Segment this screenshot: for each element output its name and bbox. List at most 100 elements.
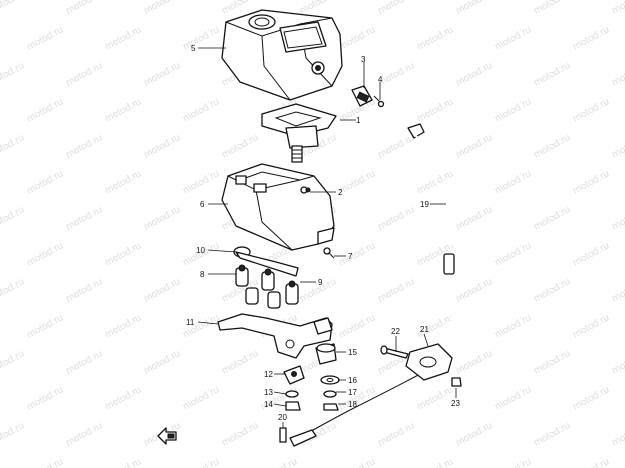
- watermark-text: motod.ru: [376, 0, 416, 17]
- part-21-cable-clamp: [405, 343, 453, 381]
- watermark-text: motod.ru: [181, 384, 221, 412]
- watermark-text: motod.ru: [454, 60, 494, 88]
- callout-20: 20: [278, 413, 287, 422]
- watermark-text: motod.ru: [220, 420, 260, 448]
- watermark-text: motod.ru: [493, 24, 533, 52]
- watermark-text: motod.ru: [493, 384, 533, 412]
- watermark-text: motod.ru: [571, 168, 611, 196]
- part-19-speedometer-cable: [289, 123, 455, 447]
- watermark-text: motod.ru: [64, 420, 104, 448]
- watermark-text: motod.ru: [0, 348, 26, 376]
- watermark-text: motod.ru: [64, 276, 104, 304]
- callout-6: 6: [200, 200, 205, 209]
- watermark-text: motod.ru: [532, 348, 572, 376]
- watermark-text: motod.ru: [532, 0, 572, 17]
- watermark-text: motod.ru: [220, 348, 260, 376]
- part-1-speedometer-gear: [261, 103, 337, 163]
- watermark-text: motod.ru: [0, 132, 26, 160]
- callout-23: 23: [451, 399, 460, 408]
- callout-17: 17: [348, 388, 357, 397]
- watermark-text: motod.ru: [298, 0, 338, 17]
- watermark-text: motod.ru: [571, 456, 611, 468]
- watermark-text: motod.ru: [25, 384, 65, 412]
- watermark-text: motod.ru: [337, 384, 377, 412]
- callout-8: 8: [200, 270, 205, 279]
- watermark-text: motod.ru: [454, 204, 494, 232]
- watermark-text: motod.ru: [64, 60, 104, 88]
- callout-14: 14: [264, 400, 273, 409]
- watermark-text: motod.ru: [571, 96, 611, 124]
- watermark-text: motod.ru: [376, 132, 416, 160]
- watermark-text: motod.ru: [142, 276, 182, 304]
- watermark-text: motod.ru: [0, 60, 26, 88]
- watermark-text: motod.ru: [25, 96, 65, 124]
- watermark-text: motod.ru: [142, 60, 182, 88]
- watermark-text: motod.ru: [181, 456, 221, 468]
- watermark-text: motod.ru: [532, 132, 572, 160]
- watermark-text: motod.ru: [25, 456, 65, 468]
- watermark-text: motod.ru: [25, 240, 65, 268]
- watermark-text: motod.ru: [532, 420, 572, 448]
- watermark-text: motod.ru: [142, 204, 182, 232]
- watermark-text: motod.ru: [181, 168, 221, 196]
- watermark-text: motod.ru: [493, 240, 533, 268]
- watermark-text: motod.ru: [259, 456, 299, 468]
- part-16-washer: [320, 375, 340, 385]
- part-13-washer: [285, 390, 299, 398]
- watermark-text: motod.ru: [337, 312, 377, 340]
- watermark-text: motod.ru: [376, 204, 416, 232]
- watermark-text: motod.ru: [571, 312, 611, 340]
- watermark-text: motod.ru: [532, 60, 572, 88]
- callout-16: 16: [348, 376, 357, 385]
- callout-19: 19: [420, 200, 429, 209]
- callout-22: 22: [391, 327, 400, 336]
- part-5-meter-case: [221, 9, 343, 101]
- watermark-text: motod.ru: [571, 24, 611, 52]
- part-8-bulb-sockets: [235, 264, 281, 309]
- watermark-text: motod.ru: [571, 384, 611, 412]
- part-11-meter-bracket: [217, 313, 333, 359]
- watermark-text: motod.ru: [103, 384, 143, 412]
- watermark-text: motod.ru: [610, 60, 625, 88]
- watermark-text: motod.ru: [0, 204, 26, 232]
- watermark-text: motod.ru: [337, 24, 377, 52]
- part-6-lower-housing: [221, 163, 335, 251]
- part-14-nut: [285, 401, 301, 411]
- watermark-text: motod.ru: [493, 456, 533, 468]
- watermark-text: motod.ru: [532, 276, 572, 304]
- callout-10: 10: [196, 246, 205, 255]
- watermark-text: motod.ru: [415, 24, 455, 52]
- watermark-text: motod.ru: [454, 276, 494, 304]
- watermark-text: motod.ru: [610, 420, 625, 448]
- callout-4: 4: [378, 75, 383, 84]
- watermark-text: motod.ru: [181, 24, 221, 52]
- callout-18: 18: [348, 400, 357, 409]
- watermark-text: motod.ru: [25, 312, 65, 340]
- callout-9: 9: [318, 278, 323, 287]
- part-2-screw: [305, 187, 311, 193]
- part-17-washer: [323, 390, 337, 398]
- watermark-text: motod.ru: [337, 168, 377, 196]
- watermark-text: motod.ru: [64, 0, 104, 17]
- part-3-bulb-socket: [351, 85, 373, 107]
- part-23-nut: [451, 377, 462, 387]
- watermark-text: motod.ru: [0, 420, 26, 448]
- watermark-text: motod.ru: [103, 96, 143, 124]
- callout-21: 21: [420, 325, 429, 334]
- watermark-text: motod.ru: [337, 456, 377, 468]
- watermark-text: motod.ru: [337, 240, 377, 268]
- watermark-text: motod.ru: [415, 168, 455, 196]
- watermark-text: motod.ru: [103, 312, 143, 340]
- watermark-text: motod.ru: [64, 132, 104, 160]
- watermark-text: motod.ru: [610, 132, 625, 160]
- watermark-text: motod.ru: [415, 384, 455, 412]
- part-20-screw: [279, 427, 287, 443]
- watermark-text: motod.ru: [103, 168, 143, 196]
- front-direction-arrow-icon: [157, 427, 177, 445]
- watermark-text: motod.ru: [493, 96, 533, 124]
- watermark-text: motod.ru: [376, 420, 416, 448]
- watermark-text: motod.ru: [493, 168, 533, 196]
- watermark-text: motod.ru: [0, 276, 26, 304]
- callout-5: 5: [191, 44, 196, 53]
